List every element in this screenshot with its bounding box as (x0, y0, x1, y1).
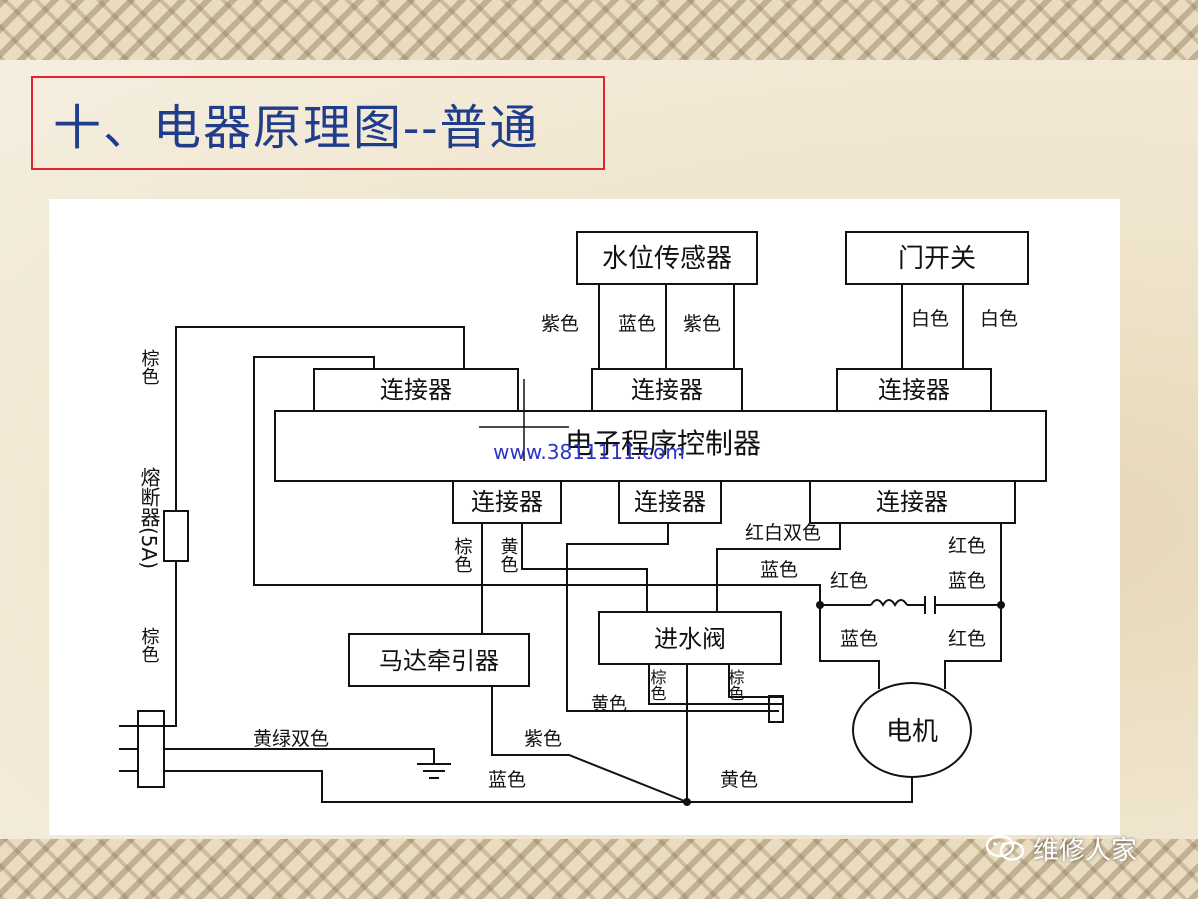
watermark: 维修人家 (985, 828, 1137, 868)
connector-bot-mid-box (618, 480, 722, 524)
connector-top-right-label: 连接器 (878, 376, 950, 404)
wire-label-blue-right: 蓝色 (948, 570, 986, 592)
fuse-box (163, 510, 189, 562)
wire-label-yellow-valve: 黄色 (591, 694, 627, 715)
wire-label-brown-valve-1: 棕色 (648, 669, 667, 701)
connector-bot-right-box (809, 480, 1016, 524)
door-switch-label: 门开关 (898, 244, 976, 274)
motor-traction-label: 马达牵引器 (379, 647, 499, 675)
terminal-block (137, 710, 165, 788)
wire-label-brown-valve-2: 棕色 (726, 669, 745, 701)
wire-label-yellow-bot: 黄色 (498, 537, 519, 573)
wiring-diagram: 水位传感器 门开关 连接器 连接器 连接器 电子程序控制器 连接器 连接器 连接… (119, 231, 1047, 806)
wire-label-blue-bottom: 蓝色 (488, 769, 526, 791)
connector-bot-left-box (452, 480, 562, 524)
slide-title: 十、电器原理图--普通 (31, 76, 605, 170)
wire-label-yellow-bottom: 黄色 (720, 769, 758, 791)
wire-label-brown-bot: 棕色 (452, 537, 473, 573)
wire-label-white-2: 白色 (980, 308, 1018, 330)
connector-top-left-label: 连接器 (380, 376, 452, 404)
wechat-icon (985, 833, 1025, 863)
wire-label-red-mid: 红色 (830, 570, 868, 592)
wire-label-blue-1: 蓝色 (618, 313, 656, 335)
connector-bot-mid-label: 连接器 (634, 488, 706, 516)
wire-label-purple-1: 紫色 (541, 313, 579, 335)
controller-label: 电子程序控制器 (565, 427, 761, 460)
wire-label-red-white: 红白双色 (745, 522, 821, 544)
inlet-valve-box (598, 611, 782, 665)
watermark-text: 维修人家 (1033, 835, 1138, 866)
wire-label-red-low: 红色 (948, 628, 986, 650)
wire-label-left-bottom: 棕色 (139, 627, 160, 663)
top-border (0, 0, 1198, 60)
wire-label-white-1: 白色 (911, 308, 949, 330)
wire-label-blue-mid: 蓝色 (760, 559, 798, 581)
wire-label-red-right-1: 红色 (948, 535, 986, 557)
motor-traction-box (348, 633, 530, 687)
connector-bot-left-label: 连接器 (471, 488, 543, 516)
fuse-label: 熔断器(5A) (137, 467, 161, 569)
wire-label-purple-2: 紫色 (683, 313, 721, 335)
wire-label-blue-low: 蓝色 (840, 628, 878, 650)
wire-label-yellow-green: 黄绿双色 (253, 728, 329, 750)
connector-top-mid-label: 连接器 (631, 376, 703, 404)
diagram-panel (49, 199, 1120, 835)
motor-label: 电机 (886, 717, 938, 747)
door-switch-box (845, 231, 1029, 285)
wire-label-left-top: 棕色 (139, 349, 160, 385)
url-watermark: www.3811111.com (493, 440, 685, 464)
wire-label-purple-low: 紫色 (524, 728, 562, 750)
water-sensor-label: 水位传感器 (602, 244, 732, 274)
connector-bot-right-label: 连接器 (876, 488, 948, 516)
inlet-valve-label: 进水阀 (654, 625, 726, 653)
bottom-border (0, 839, 1198, 899)
